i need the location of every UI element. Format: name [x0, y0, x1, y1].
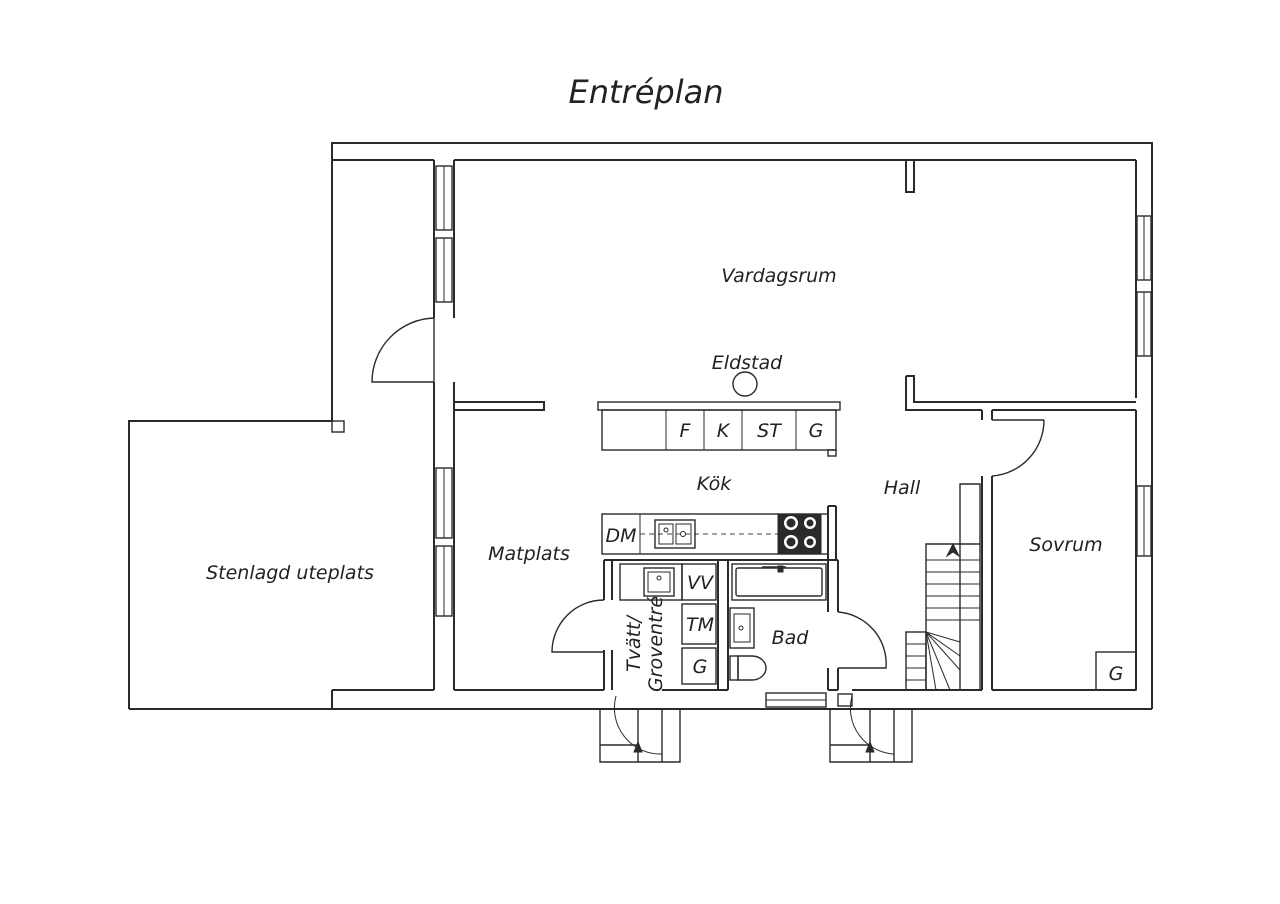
- appliance-label-g-bedroom: G: [1109, 663, 1124, 685]
- room-label-tvatt: Tvätt/: [623, 614, 645, 672]
- outer-walls: [128, 142, 1153, 710]
- laundry-fixtures: [619, 563, 717, 685]
- appliance-label-g-laundry: G: [693, 656, 708, 678]
- room-label-vardagsrum: Vardagsrum: [721, 265, 836, 287]
- room-label-bad: Bad: [772, 627, 810, 649]
- cooktop-icon: [778, 514, 822, 554]
- appliance-label-vv: VV: [687, 572, 715, 594]
- appliance-label-k: K: [717, 420, 731, 442]
- laundry-door: [551, 599, 605, 653]
- stair-arrow-icon: [945, 542, 961, 558]
- bedroom-door: [991, 419, 1045, 477]
- entry-door-left: [371, 317, 435, 383]
- room-label-groventre: Groventré: [645, 596, 667, 692]
- staircase: [905, 483, 981, 691]
- entry-porch-bath: [829, 693, 913, 763]
- room-label-kok: Kök: [697, 473, 732, 495]
- room-label-hall: Hall: [884, 477, 921, 499]
- wardrobe-box: [1095, 651, 1137, 691]
- appliance-label-dm: DM: [605, 525, 636, 547]
- room-label-eldstad: Eldstad: [712, 352, 783, 374]
- windows: [435, 165, 1152, 708]
- appliance-label-f: F: [680, 420, 692, 442]
- appliance-label-st: ST: [757, 420, 782, 442]
- entry-arrow-icon: [865, 740, 875, 753]
- kitchen-sink-icon: [654, 519, 696, 549]
- plan-title: Entréplan: [569, 73, 724, 111]
- bath-fixtures: [729, 563, 827, 681]
- appliance-label-g-island: G: [809, 420, 824, 442]
- kitchen-counter: [601, 513, 829, 555]
- appliance-label-tm: TM: [686, 614, 714, 636]
- kitchen-island: [597, 401, 841, 457]
- room-label-sovrum: Sovrum: [1029, 534, 1102, 556]
- entry-porch-laundry: [599, 695, 681, 763]
- interior-walls: [453, 160, 1137, 691]
- fireplace-icon: [732, 371, 758, 397]
- bath-door: [837, 611, 887, 669]
- room-label-matplats: Matplats: [488, 543, 570, 565]
- room-label-uteplats: Stenlagd uteplats: [206, 562, 374, 584]
- entry-arrow-icon: [633, 740, 643, 753]
